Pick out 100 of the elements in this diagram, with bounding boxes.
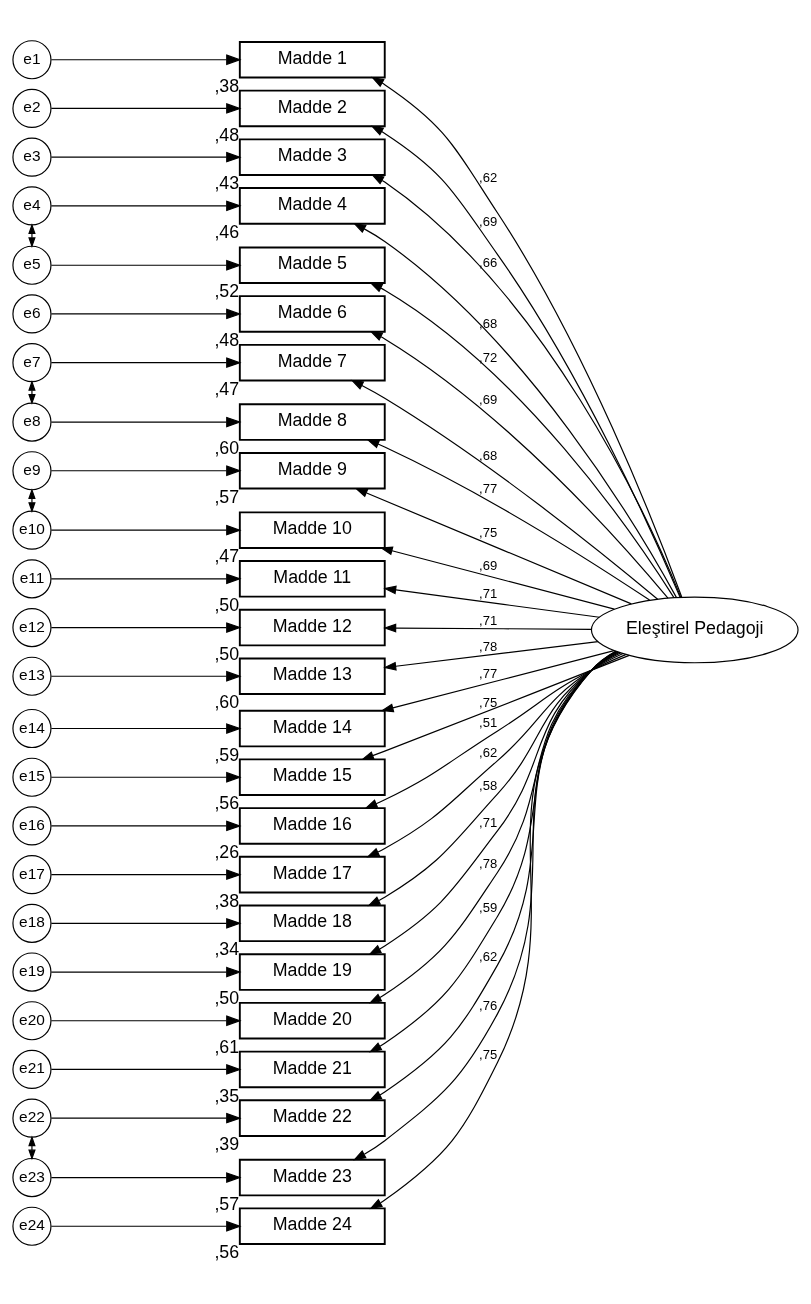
node-circle: e14 — [12, 708, 52, 748]
node-circle: e7 — [12, 342, 52, 382]
arrow — [50, 820, 242, 831]
arrow — [28, 1135, 36, 1160]
node-box: Madde 6 — [238, 294, 386, 333]
arrow — [360, 654, 630, 760]
node-label: ,47 — [214, 545, 240, 566]
arrow — [50, 917, 242, 929]
node-circle: e10 — [12, 510, 52, 550]
node-box: Madde 5 — [238, 246, 386, 284]
node-circle: e18 — [12, 903, 52, 943]
arrow — [366, 438, 651, 601]
edge-label: ,71 — [479, 814, 498, 830]
node-circle: e1 — [12, 39, 52, 79]
node-circle: e11 — [12, 558, 52, 598]
arrow — [369, 330, 669, 599]
node-circle: e15 — [12, 757, 52, 797]
node-box: Madde 1 — [238, 40, 386, 79]
node-label: ,59 — [214, 744, 240, 765]
arrow — [50, 1112, 242, 1124]
node-box: Madde 8 — [238, 402, 386, 441]
arrow — [50, 722, 242, 734]
arrow — [50, 868, 242, 880]
node-label: ,50 — [214, 594, 240, 615]
node-box: Madde 20 — [238, 1001, 386, 1039]
node-label: ,50 — [214, 987, 240, 1008]
node-box: Madde 12 — [238, 608, 386, 646]
node-box: Madde 2 — [238, 89, 386, 127]
node-circle: e3 — [12, 137, 52, 177]
node-box: Madde 4 — [238, 186, 386, 225]
arrow — [50, 524, 242, 536]
arrow — [383, 584, 600, 618]
node-label: ,60 — [214, 691, 240, 712]
node-box: Madde 24 — [238, 1206, 386, 1245]
arrow — [50, 966, 242, 977]
edge-label: ,62 — [479, 169, 498, 185]
arrow — [366, 652, 624, 857]
arrow — [28, 487, 36, 513]
arrow — [50, 199, 242, 211]
node-circle: e6 — [12, 293, 52, 334]
node-label: ,50 — [214, 643, 240, 664]
arrow — [379, 545, 615, 610]
node-box: Madde 23 — [238, 1158, 386, 1196]
arrow — [50, 771, 242, 783]
arrow — [50, 53, 242, 65]
node-circle: e2 — [12, 88, 52, 128]
edge-label: ,78 — [479, 855, 498, 871]
arrow — [50, 308, 242, 319]
node-label: ,52 — [214, 280, 240, 301]
node-circle: e21 — [12, 1049, 52, 1089]
arrow — [50, 1171, 242, 1183]
node-label: ,56 — [214, 792, 240, 813]
node-box: Madde 13 — [238, 657, 386, 695]
arrow — [50, 1014, 242, 1026]
node-box: Madde 3 — [238, 137, 386, 176]
arrow — [350, 379, 659, 600]
node-box: Madde 19 — [238, 952, 386, 991]
node-label: ,43 — [214, 172, 240, 193]
arrow — [380, 649, 615, 712]
node-box: Madde 16 — [238, 806, 386, 845]
node-box: Madde 10 — [238, 510, 386, 549]
arrow — [50, 464, 242, 476]
edge-label: ,62 — [479, 948, 498, 964]
node-circle: e23 — [12, 1157, 52, 1197]
node-box: Madde 17 — [238, 855, 386, 893]
node-box: Madde 18 — [238, 904, 386, 942]
node-label: ,61 — [214, 1036, 240, 1057]
edge-label: ,66 — [479, 254, 498, 270]
edge-label: ,78 — [479, 638, 498, 654]
arrow — [50, 151, 242, 163]
node-circle: e22 — [12, 1098, 52, 1138]
arrow — [383, 640, 599, 671]
node-label: ,56 — [214, 1241, 240, 1262]
edge-label: ,68 — [479, 447, 498, 463]
edge-label: ,68 — [479, 315, 498, 331]
edge-label: ,62 — [479, 744, 498, 760]
arrow — [28, 379, 36, 405]
arrow — [50, 572, 242, 584]
node-label: ,57 — [214, 1193, 240, 1214]
arrow — [383, 623, 592, 633]
node-label: ,47 — [214, 378, 240, 399]
edge-label: ,77 — [479, 480, 498, 496]
edge-label: ,72 — [479, 349, 498, 365]
arrow — [353, 222, 678, 598]
node-label: ,46 — [214, 221, 240, 242]
node-circle: e9 — [12, 450, 52, 490]
node-circle: e4 — [12, 185, 52, 225]
edge-label: ,69 — [479, 391, 498, 407]
arrow — [364, 653, 627, 809]
edge-label: ,59 — [479, 899, 498, 915]
arrow — [367, 651, 622, 906]
edge-label: ,58 — [479, 777, 498, 793]
node-box: Madde 21 — [238, 1050, 386, 1088]
edge-label: ,69 — [479, 557, 498, 573]
node-circle: e5 — [12, 245, 52, 285]
arrow — [50, 621, 242, 633]
arrow — [50, 1063, 242, 1075]
node-label: ,60 — [214, 437, 240, 458]
node-box: Madde 15 — [238, 757, 386, 796]
node-box: Madde 22 — [238, 1098, 386, 1137]
